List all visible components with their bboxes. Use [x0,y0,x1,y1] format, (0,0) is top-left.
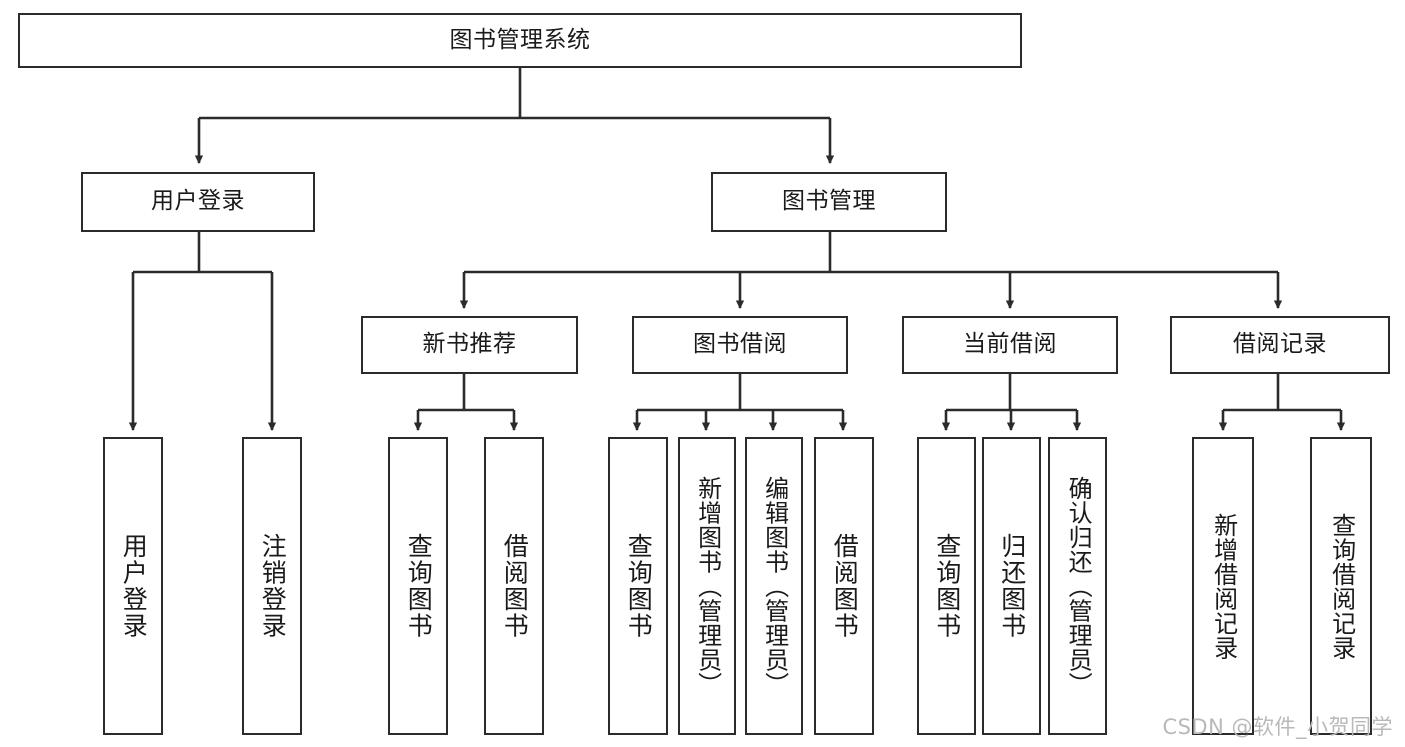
leaf-book-borrow-query-books[interactable]: 查询图书 [608,437,668,735]
leaf-borrow-record-add-record[interactable]: 新增借阅记录 [1192,437,1254,735]
node-label: 图书借阅 [693,331,787,358]
leaf-new-book-borrow-books[interactable]: 借阅图书 [484,437,544,735]
node-label: 借阅记录 [1233,331,1327,358]
node-label: 图书管理 [782,188,876,215]
csdn-watermark: CSDN @软件_小贺同学 [1162,715,1393,739]
node-label: 用户登录 [151,188,245,215]
leaf-book-borrow-borrow-books[interactable]: 借阅图书 [814,437,874,735]
node-label: 归还图书 [997,533,1027,639]
leaf-book-borrow-add-book-admin[interactable]: 新增图书（管理员） [678,437,736,735]
node-label: 查询图书 [624,533,654,639]
leaf-borrow-record-query-record[interactable]: 查询借阅记录 [1310,437,1372,735]
node-root-book-management-system[interactable]: 图书管理系统 [18,13,1022,68]
node-label: 借阅图书 [500,533,530,639]
leaf-current-borrow-query-books[interactable]: 查询图书 [917,437,976,735]
node-new-book-recommendation[interactable]: 新书推荐 [361,316,578,374]
node-label: 新书推荐 [422,331,517,358]
leaf-book-borrow-edit-book-admin[interactable]: 编辑图书（管理员） [745,437,803,735]
node-current-borrowing[interactable]: 当前借阅 [902,316,1118,374]
node-book-management[interactable]: 图书管理 [711,172,947,232]
leaf-current-borrow-return-books[interactable]: 归还图书 [982,437,1041,735]
node-label: 注销登录 [258,533,288,639]
node-label: 借阅图书 [830,533,860,639]
node-label: 当前借阅 [963,331,1057,358]
node-label: 用户登录 [119,533,149,639]
node-book-borrowing[interactable]: 图书借阅 [632,316,848,374]
node-borrow-records[interactable]: 借阅记录 [1170,316,1390,374]
node-label: 确认归还（管理员） [1064,475,1093,697]
leaf-current-borrow-confirm-return-admin[interactable]: 确认归还（管理员） [1048,437,1107,735]
leaf-new-book-query-books[interactable]: 查询图书 [388,437,448,735]
leaf-user-login-logout[interactable]: 注销登录 [242,437,302,735]
node-label: 图书管理系统 [449,26,591,53]
node-label: 新增借阅记录 [1209,512,1238,660]
leaf-user-login-login[interactable]: 用户登录 [103,437,163,735]
node-label: 查询图书 [932,533,962,639]
node-label: 查询图书 [404,533,434,639]
node-label: 编辑图书（管理员） [760,475,789,697]
node-user-login[interactable]: 用户登录 [81,172,315,232]
node-label: 查询借阅记录 [1327,512,1356,660]
node-label: 新增图书（管理员） [693,475,722,697]
